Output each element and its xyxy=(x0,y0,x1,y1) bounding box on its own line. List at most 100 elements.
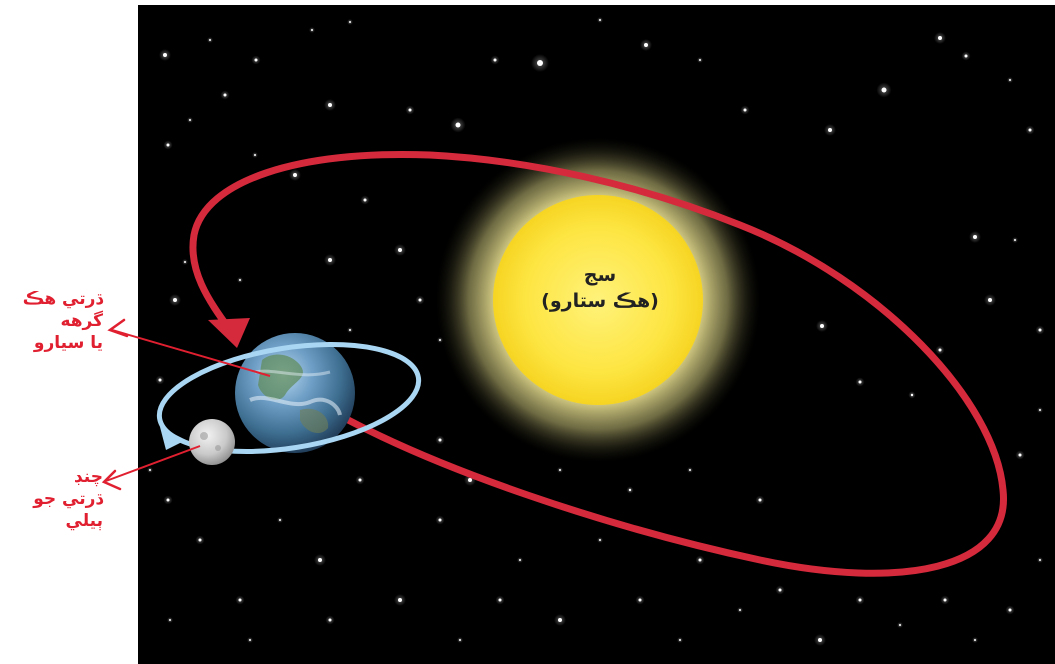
moon-icon xyxy=(189,419,235,465)
star-icon xyxy=(254,58,258,62)
star-icon xyxy=(559,469,561,471)
star-icon xyxy=(1028,128,1032,132)
star-icon xyxy=(163,53,167,57)
star-icon xyxy=(149,469,151,471)
star-icon xyxy=(249,639,251,641)
sun-icon xyxy=(436,138,760,462)
star-icon xyxy=(459,639,461,641)
earth-icon xyxy=(235,333,355,453)
star-icon xyxy=(638,598,642,602)
star-icon xyxy=(973,235,977,239)
star-icon xyxy=(689,469,691,471)
star-icon xyxy=(974,639,976,641)
moon-label-line-3: ٻيلي xyxy=(65,511,103,531)
earth-label: ڌرتي هڪ گرهه يا سيارو xyxy=(23,288,103,354)
star-icon xyxy=(820,324,824,328)
star-icon xyxy=(455,122,461,128)
star-icon xyxy=(698,558,702,562)
star-icon xyxy=(398,598,402,602)
star-icon xyxy=(778,588,782,592)
star-icon xyxy=(318,558,322,562)
star-icon xyxy=(209,39,211,41)
star-icon xyxy=(943,598,947,602)
star-icon xyxy=(1018,453,1022,457)
star-icon xyxy=(358,478,362,482)
star-icon xyxy=(881,87,887,93)
star-icon xyxy=(328,258,332,262)
star-icon xyxy=(599,19,601,21)
moon-label-line-1: چنڊ xyxy=(73,467,103,487)
star-icon xyxy=(599,539,601,541)
star-icon xyxy=(438,438,442,442)
earth-orbit-path xyxy=(189,150,1007,577)
star-icon xyxy=(468,478,472,482)
star-icon xyxy=(184,261,186,263)
star-icon xyxy=(408,108,412,112)
star-icon xyxy=(938,36,942,40)
star-icon xyxy=(166,498,170,502)
star-icon xyxy=(758,498,762,502)
star-icon xyxy=(699,59,701,61)
star-icon xyxy=(349,21,351,23)
star-icon xyxy=(418,298,422,302)
earth-pointer-arrow xyxy=(107,318,271,377)
star-icon xyxy=(189,119,191,121)
star-icon xyxy=(858,598,862,602)
sun-label: سج (هڪ ستارو) xyxy=(530,262,670,314)
sun-label-name: سج xyxy=(583,264,617,286)
star-icon xyxy=(964,54,968,58)
earth-label-line-3: يا سيارو xyxy=(33,333,103,353)
star-icon xyxy=(558,618,562,622)
star-icon xyxy=(938,348,942,352)
moon-label: چنڊ ڌرتي جو ٻيلي xyxy=(33,466,103,532)
star-icon xyxy=(328,618,332,622)
star-icon xyxy=(169,619,171,621)
star-icon xyxy=(899,624,901,626)
star-icon xyxy=(743,108,747,112)
star-icon xyxy=(679,639,681,641)
star-icon xyxy=(628,488,632,492)
moon-pointer-arrow xyxy=(101,445,201,491)
earth-label-line-2: گرهه xyxy=(60,311,103,331)
star-icon xyxy=(828,128,832,132)
moon-orbit-arrowhead-icon xyxy=(160,427,186,450)
star-icon xyxy=(1039,559,1041,561)
star-icon xyxy=(858,380,862,384)
star-icon xyxy=(311,29,313,31)
earth-label-line-1: ڌرتي هڪ xyxy=(22,289,103,309)
star-icon xyxy=(349,329,351,331)
sun-label-desc: (هڪ ستارو) xyxy=(541,290,659,312)
star-icon xyxy=(254,154,256,156)
star-icon xyxy=(223,93,227,97)
star-icon xyxy=(537,60,543,66)
star-icon xyxy=(166,143,170,147)
moon-orbit-path xyxy=(156,342,422,454)
moon-label-line-2: ڌرتي جو xyxy=(33,489,103,509)
orbit-arrowhead-icon xyxy=(208,318,250,348)
star-icon xyxy=(439,339,441,341)
star-icon xyxy=(1014,239,1016,241)
star-icon xyxy=(328,103,332,107)
star-icon xyxy=(279,519,281,521)
star-icon xyxy=(363,198,367,202)
star-icon xyxy=(493,58,497,62)
star-icon xyxy=(198,538,202,542)
star-icon xyxy=(910,393,914,397)
star-icon xyxy=(498,598,502,602)
star-icon xyxy=(158,378,162,382)
star-icon xyxy=(1039,409,1041,411)
star-icon xyxy=(293,173,297,177)
star-icon xyxy=(438,518,442,522)
star-icon xyxy=(1038,328,1042,332)
star-icon xyxy=(818,638,822,642)
star-icon xyxy=(238,598,242,602)
star-icon xyxy=(739,609,741,611)
star-icon xyxy=(1008,608,1012,612)
star-field xyxy=(147,17,1045,646)
star-icon xyxy=(644,43,648,47)
star-icon xyxy=(1009,79,1011,81)
star-icon xyxy=(239,279,241,281)
star-icon xyxy=(988,298,992,302)
star-icon xyxy=(398,248,402,252)
